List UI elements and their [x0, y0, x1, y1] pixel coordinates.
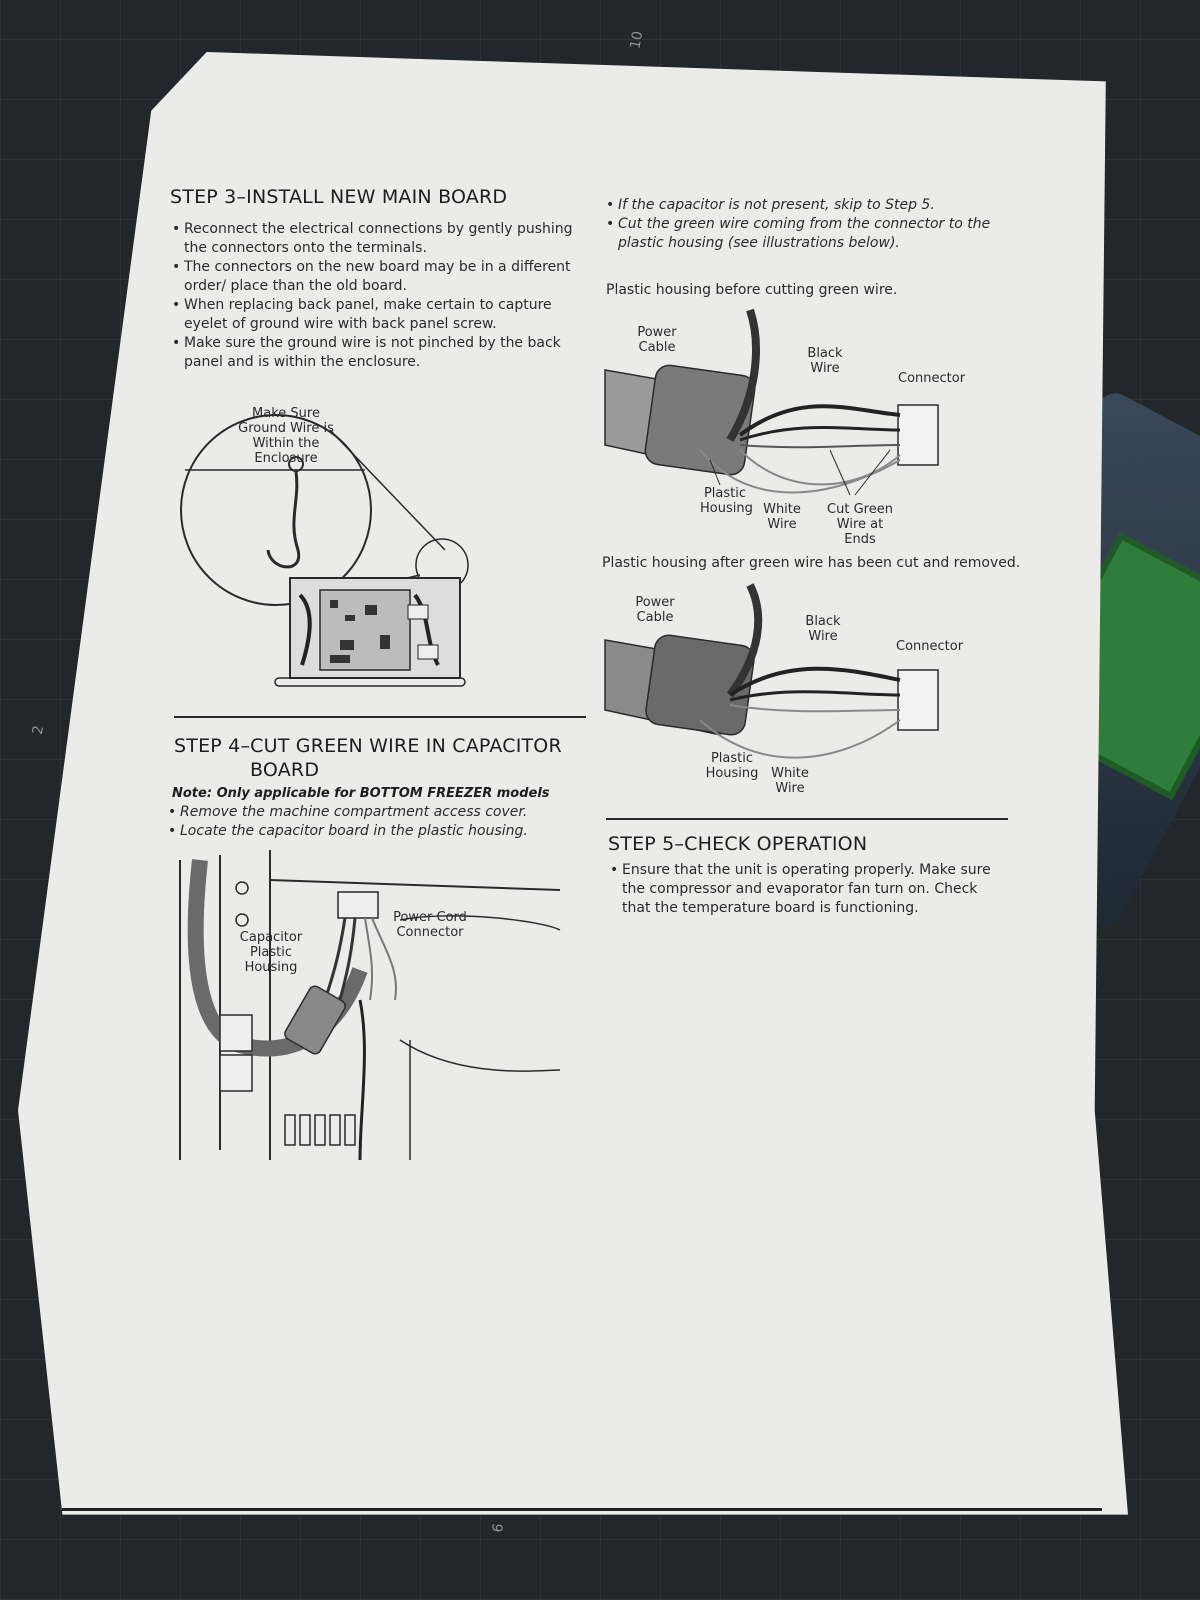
ground-wire	[266, 471, 301, 569]
fig2-power-cable-label: Power Cable	[635, 595, 675, 625]
housing-before-illustration	[604, 308, 939, 496]
step3-bullet-2: The connectors on the new board may be i…	[172, 258, 592, 296]
step3-bullet-4: Make sure the ground wire is not pinched…	[172, 334, 592, 372]
mat-number-top: 10	[627, 29, 647, 51]
step5-bullets: Ensure that the unit is operating proper…	[610, 861, 1000, 918]
capacitor-illustration	[179, 850, 561, 1161]
fig1-white-wire-label: White Wire	[763, 502, 801, 532]
step3-title: STEP 3–INSTALL NEW MAIN BOARD	[170, 186, 508, 208]
capacitor-housing	[284, 985, 346, 1055]
fig1-plastic-housing-label: Plastic Housing	[700, 486, 753, 516]
zoom-circle	[180, 414, 372, 606]
power-cord-connector-label: Power Cord Connector	[393, 910, 467, 940]
fig2-black-wire-label: Black Wire	[805, 614, 841, 644]
fig2-plastic-housing-label: Plastic Housing	[705, 751, 759, 781]
right-bullet-2: Cut the green wire coming from the conne…	[606, 215, 1026, 253]
main-board-illustration	[180, 414, 469, 687]
connector-1	[897, 404, 939, 466]
step-divider-right	[606, 818, 1008, 820]
connector-2	[897, 669, 939, 731]
ground-eyelet	[288, 456, 304, 472]
step4-title-line2: BOARD	[250, 759, 320, 781]
fig1-cut-green-label: Cut Green Wire at Ends	[827, 502, 893, 547]
right-bullet-1: If the capacitor is not present, skip to…	[606, 196, 1026, 215]
power-cord-connector	[337, 891, 379, 919]
fig2-connector-label: Connector	[896, 639, 964, 654]
step5-bullet-1: Ensure that the unit is operating proper…	[610, 861, 1000, 918]
fig1-black-wire-label: Black Wire	[807, 346, 843, 376]
right-column-bullets: If the capacitor is not present, skip to…	[606, 196, 1026, 253]
step-divider-left	[174, 716, 586, 718]
fig1-power-cable-label: Power Cable	[637, 325, 677, 355]
sheet-bottom-rule	[62, 1508, 1102, 1511]
step5-title: STEP 5–CHECK OPERATION	[608, 833, 868, 855]
fig2-white-wire-label: White Wire	[771, 766, 809, 796]
step4-bullet-2: Locate the capacitor board in the plasti…	[168, 822, 588, 841]
capacitor-housing-label: Capacitor Plastic Housing	[239, 930, 303, 975]
housing-after-illustration	[604, 583, 939, 759]
plastic-housing-2	[645, 634, 755, 736]
step3-bullets: Reconnect the electrical connections by …	[172, 220, 592, 372]
step4-note: Note: Only applicable for BOTTOM FREEZER…	[172, 786, 550, 801]
ground-wire-label: Make Sure Ground Wire is Within the Encl…	[238, 406, 334, 466]
step3-bullet-1: Reconnect the electrical connections by …	[172, 220, 592, 258]
step4-bullets: Remove the machine compartment access co…	[168, 803, 588, 841]
step4-bullet-1: Remove the machine compartment access co…	[168, 803, 588, 822]
step4-title: STEP 4–CUT GREEN WIRE IN CAPACITOR	[174, 735, 562, 757]
step3-bullet-3: When replacing back panel, make certain …	[172, 296, 592, 334]
caption-after-cut: Plastic housing after green wire has bee…	[602, 555, 1021, 571]
caption-before-cut: Plastic housing before cutting green wir…	[606, 282, 898, 298]
fig1-connector-label: Connector	[898, 371, 966, 386]
